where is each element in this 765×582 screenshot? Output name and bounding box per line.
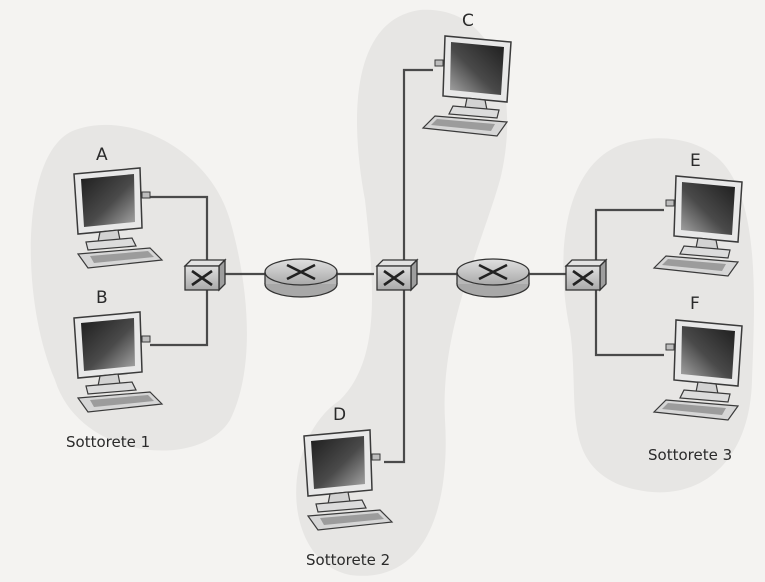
subnet-3-label: Sottorete 3 (648, 446, 732, 464)
subnet-2-label: Sottorete 2 (306, 551, 390, 569)
link-D-switch2 (384, 288, 406, 464)
subnet-blobs (30, 9, 754, 576)
switch-1 (183, 258, 227, 292)
host-B-label: B (96, 288, 108, 308)
link-E-switch3 (594, 208, 664, 266)
network-links (150, 68, 664, 464)
link-C-switch2 (402, 68, 433, 264)
link-B-switch1 (150, 286, 209, 347)
switch-2 (375, 258, 419, 292)
link-F-switch3 (594, 286, 664, 357)
host-A-label: A (96, 145, 108, 165)
host-F-label: F (690, 294, 700, 314)
router-1 (263, 257, 339, 299)
host-E-label: E (690, 151, 701, 171)
link-A-switch1 (150, 195, 209, 266)
host-C-label: C (462, 11, 474, 31)
host-D-label: D (333, 405, 346, 425)
subnet-1-label: Sottorete 1 (66, 433, 150, 451)
router-2 (455, 257, 531, 299)
switch-3 (564, 258, 608, 292)
